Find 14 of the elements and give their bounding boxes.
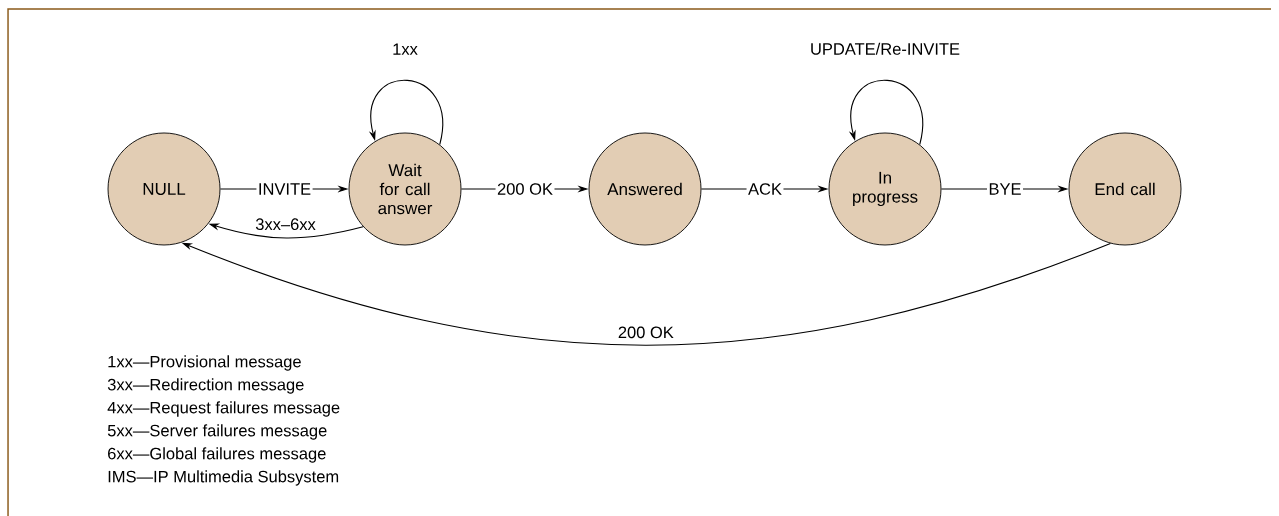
legend-text: 3xx—Redirection message [107, 378, 304, 394]
legend-text: 4xx—Request failures message [107, 401, 340, 417]
edge-label: 3xx–6xx [255, 218, 316, 231]
edge-label: 1xx [393, 43, 418, 55]
edge-label: ACK [746, 181, 784, 197]
edge-label: BYE [987, 181, 1023, 197]
legend-text: IMS—IP Multimedia Subsystem [108, 470, 339, 486]
legend-text: 6xx—Global failures message [108, 447, 326, 463]
edge-label: 200 OK [495, 181, 555, 197]
edge-label: UPDATE/Re-INVITE [811, 42, 960, 55]
edge-label: INVITE [256, 181, 313, 197]
legend-text: 5xx—Server failures message [107, 424, 327, 440]
edge-label: 200 OK [618, 326, 674, 339]
legend-text: 1xx—Provisional message [108, 355, 301, 371]
